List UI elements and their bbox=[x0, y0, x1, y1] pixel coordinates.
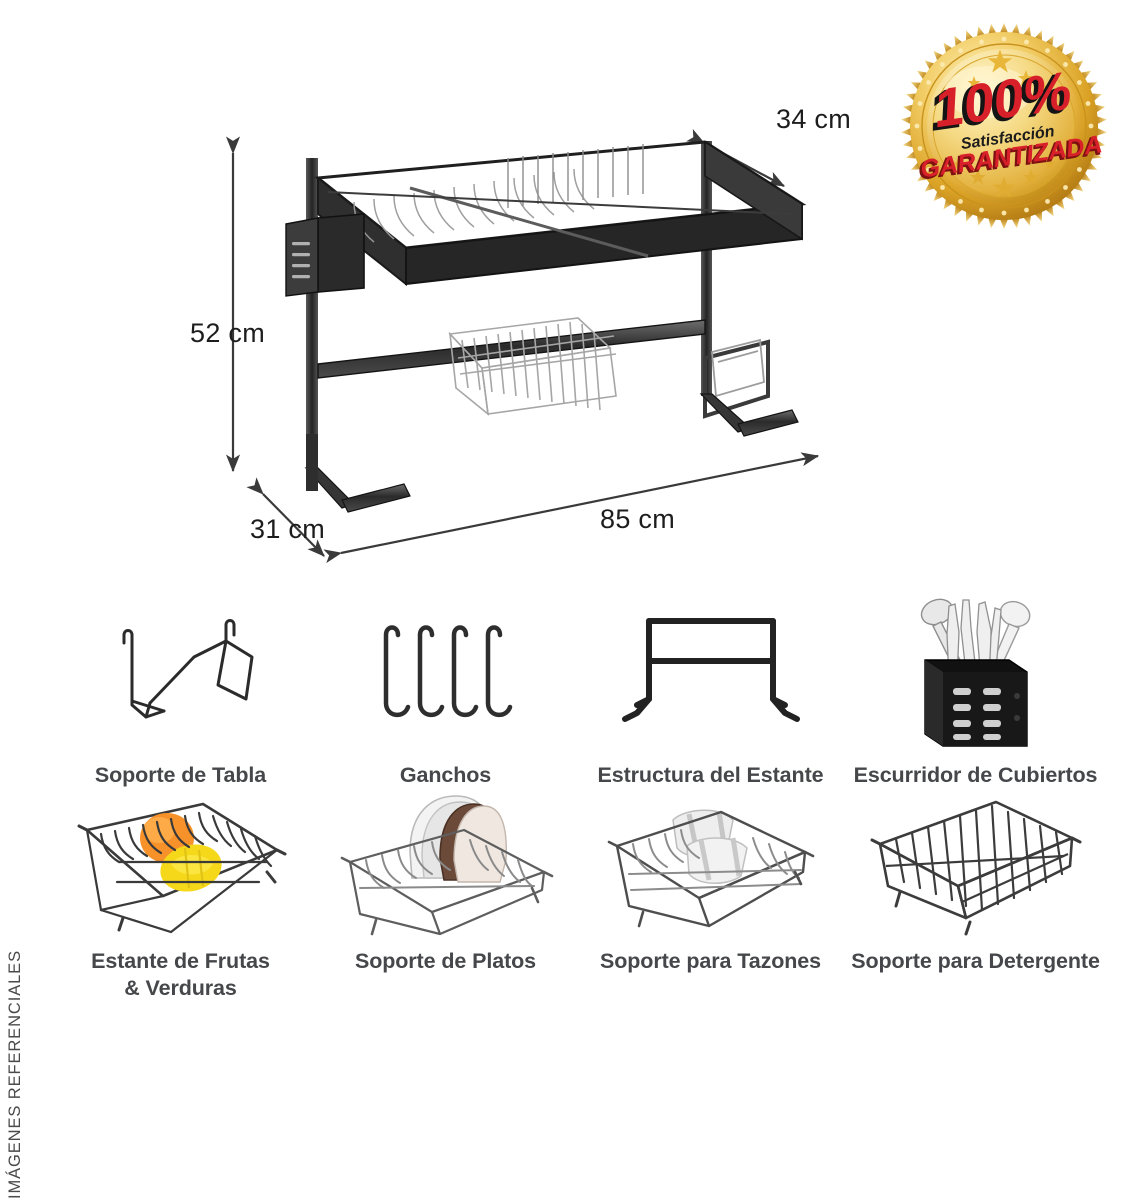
dimension-label-height: 52 cm bbox=[190, 318, 266, 348]
arrow-width bbox=[323, 452, 820, 564]
component-cell-fruit-basket: Estante de Frutas& Verduras bbox=[48, 790, 313, 1003]
dimension-label-width: 85 cm bbox=[600, 504, 676, 534]
rack-body bbox=[285, 140, 807, 513]
component-cell-cutting-board-holder: Soporte de Tabla bbox=[48, 586, 313, 790]
star-decor bbox=[952, 158, 1056, 198]
component-label: Ganchos bbox=[399, 763, 492, 787]
component-grid: Soporte de Tabla Ganchos bbox=[48, 586, 1108, 1003]
plate-holder-icon bbox=[313, 790, 578, 940]
dish-rack-illustration bbox=[225, 128, 820, 564]
arrow-depth-base bbox=[246, 477, 325, 557]
component-cell-hooks: Ganchos bbox=[313, 586, 578, 790]
component-cell-detergent-holder: Soporte para Detergente bbox=[843, 790, 1108, 1003]
component-cell-shelf-frame: Estructura del Estante bbox=[578, 586, 843, 790]
star-decor bbox=[967, 49, 1050, 93]
component-label: Soporte de Tabla bbox=[94, 763, 267, 787]
dimension-label-depth-base: 31 cm bbox=[250, 514, 326, 544]
component-row: Estante de Frutas& Verduras bbox=[48, 790, 1108, 1003]
fruits bbox=[139, 812, 222, 892]
hero-dimension-diagram: 34 cm 52 cm 31 cm 85 cm bbox=[178, 96, 878, 576]
hanging-basket bbox=[448, 317, 617, 416]
component-cell-bowl-holder: Soporte para Tazones bbox=[578, 790, 843, 1003]
component-label: Soporte para Detergente bbox=[851, 948, 1100, 973]
guarantee-seal-icon: 100% 100% Satisfacción GARANTIZADA GARAN… bbox=[901, 23, 1107, 229]
cutting-board-holder-icon bbox=[48, 586, 313, 754]
bowl-holder-icon bbox=[578, 790, 843, 940]
component-cell-cutlery-drainer: Escurridor de Cubiertos bbox=[843, 586, 1108, 790]
cutlery-box bbox=[923, 658, 1028, 747]
component-label: Escurridor de Cubiertos bbox=[853, 763, 1098, 787]
dimension-label-depth-top: 34 cm bbox=[776, 104, 852, 134]
reference-images-caption: IMÁGENES REFERENCIALES bbox=[6, 950, 24, 1200]
fruit-vegetable-basket-icon bbox=[48, 790, 313, 940]
shelf-frame-icon bbox=[578, 586, 843, 754]
component-cell-plate-holder: Soporte de Platos bbox=[313, 790, 578, 1003]
component-label: Estante de Frutas& Verduras bbox=[91, 948, 270, 1001]
s-hooks-icon bbox=[313, 586, 578, 754]
guarantee-seal-badge: 100% 100% Satisfacción GARANTIZADA GARAN… bbox=[900, 22, 1108, 230]
dimension-arrows bbox=[225, 128, 820, 564]
component-label: Soporte para Tazones bbox=[599, 948, 821, 973]
component-label: Estructura del Estante bbox=[597, 763, 824, 787]
detergent-holder-icon bbox=[843, 790, 1108, 940]
cutlery-drainer-icon bbox=[843, 586, 1108, 754]
component-row: Soporte de Tabla Ganchos bbox=[48, 586, 1108, 790]
component-label: Soporte de Platos bbox=[354, 948, 537, 973]
